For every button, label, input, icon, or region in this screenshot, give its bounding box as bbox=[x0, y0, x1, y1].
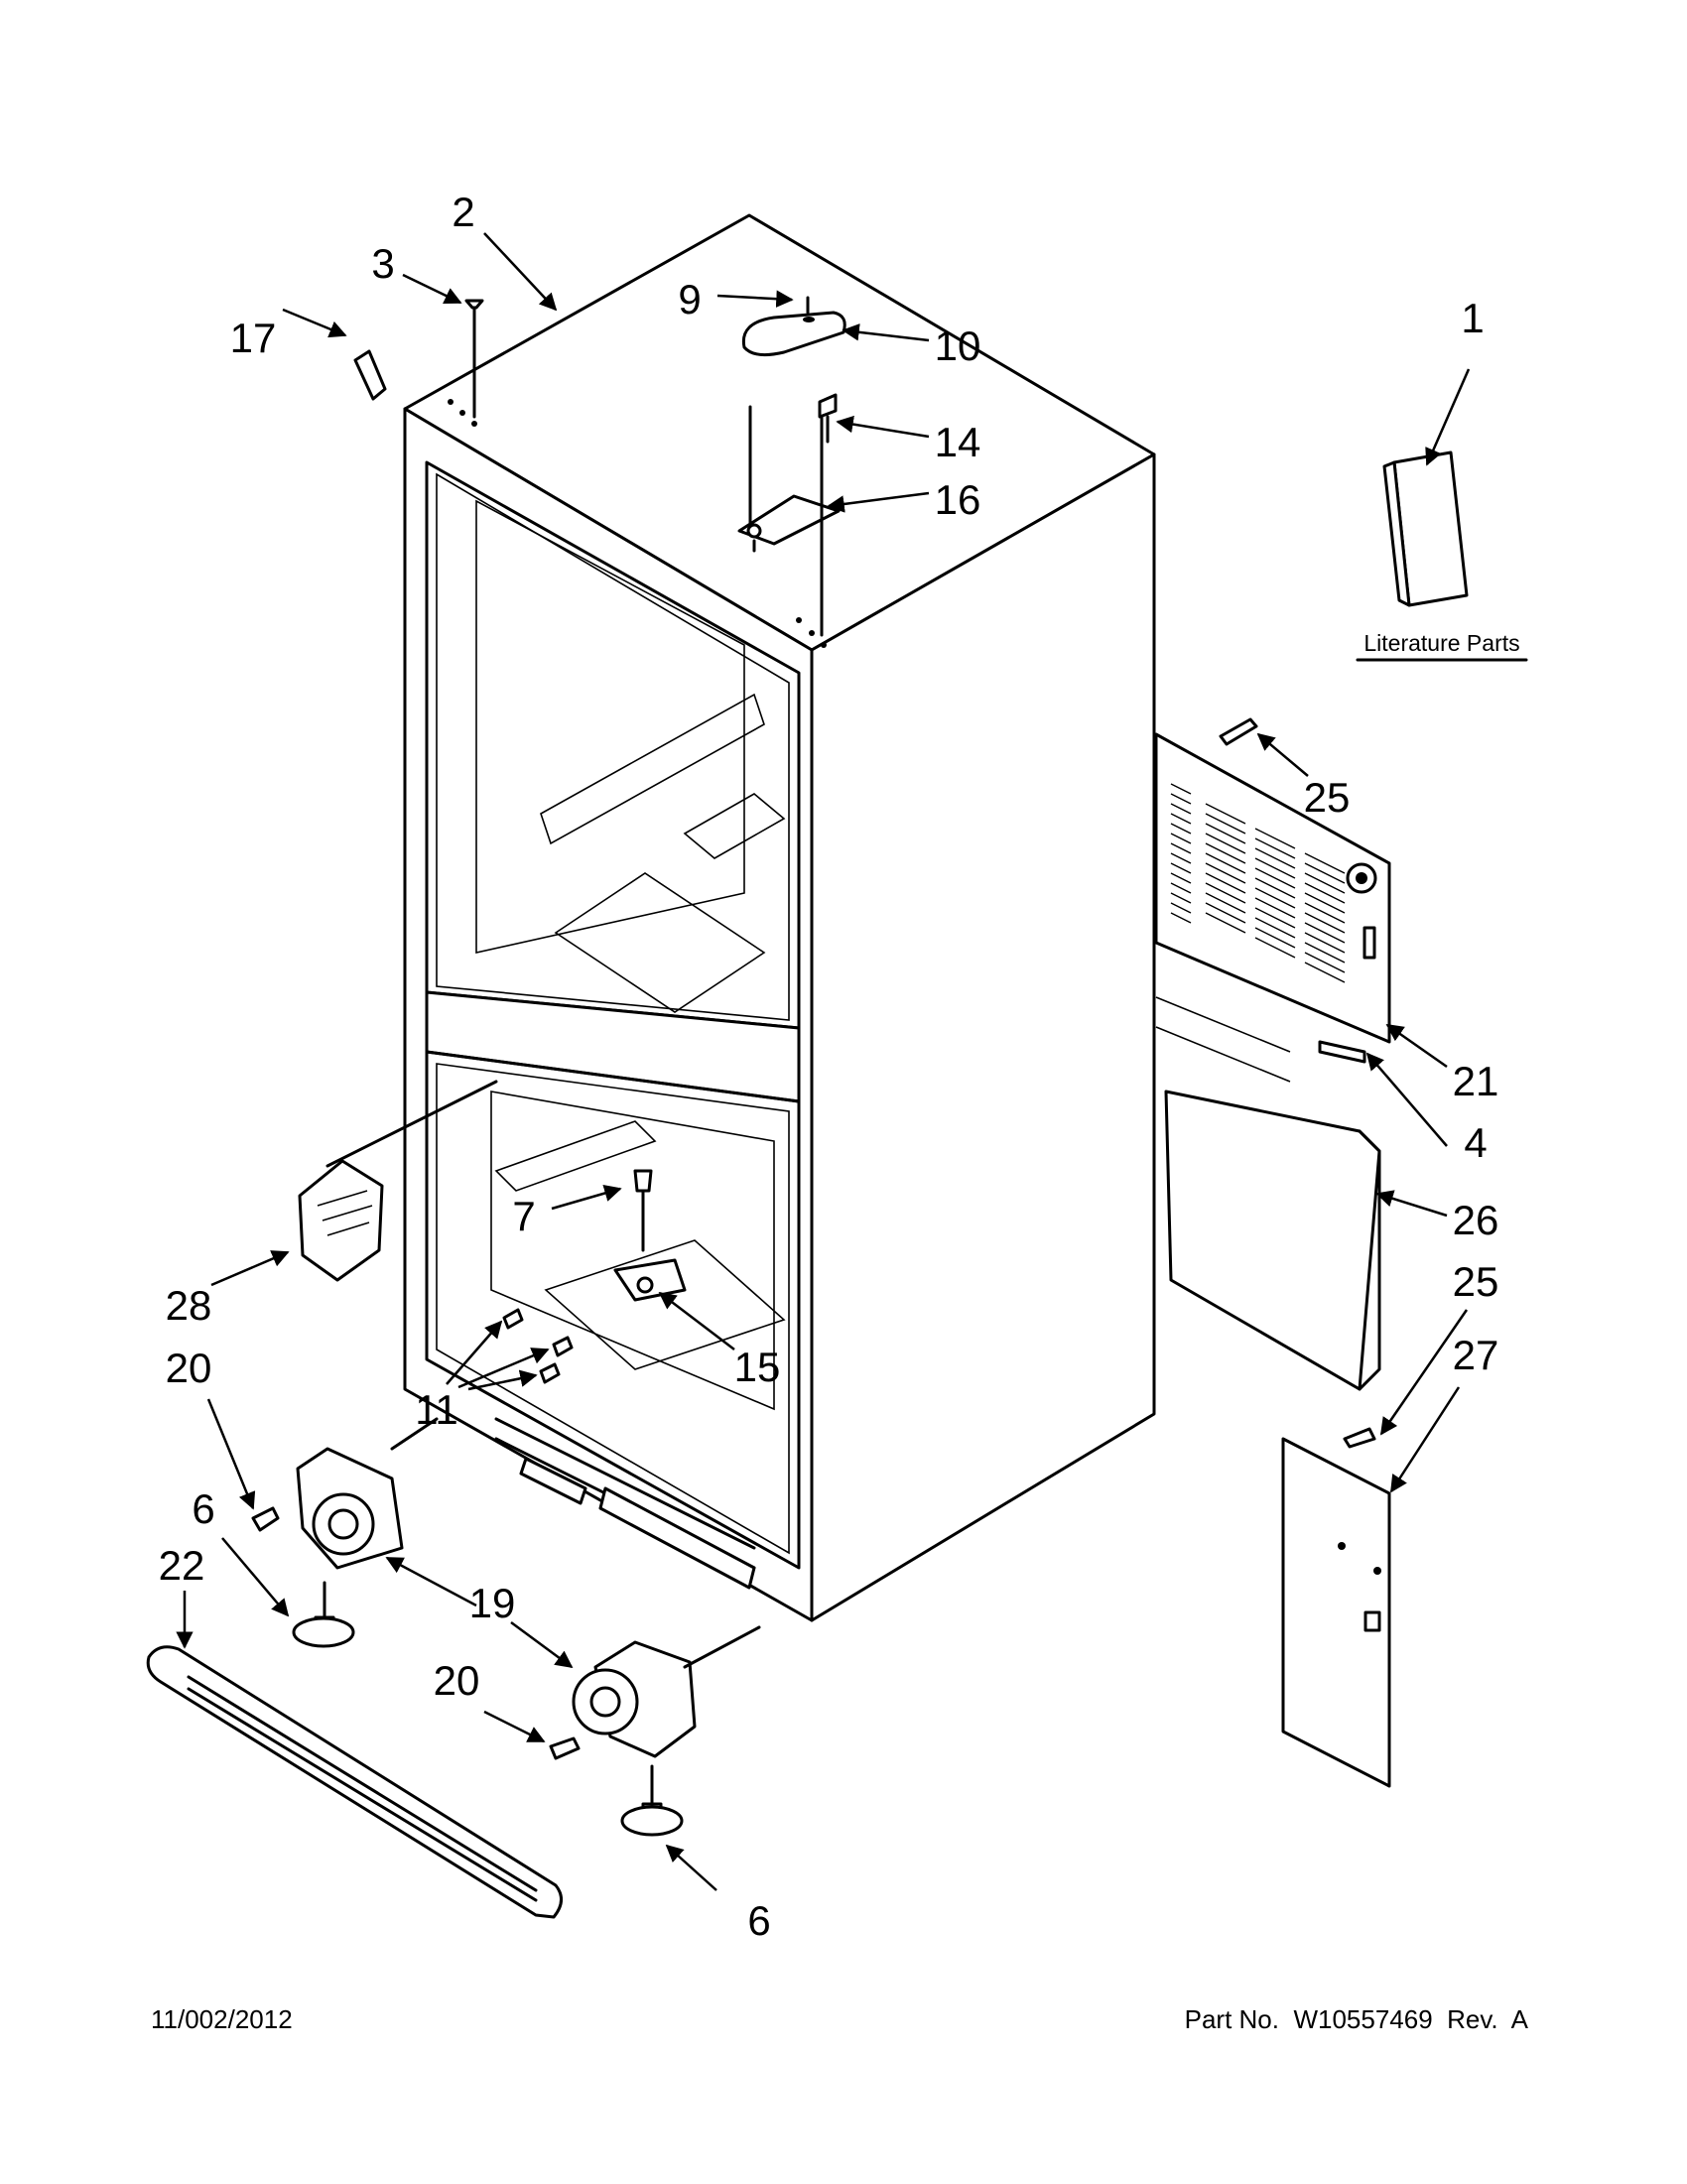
leader-arrows bbox=[176, 232, 1471, 1891]
refrigerator-cabinet bbox=[403, 213, 1156, 1622]
literature-parts-booklet bbox=[1356, 450, 1528, 662]
literature-parts-label: Literature Parts bbox=[1363, 630, 1519, 656]
access-cover-plate bbox=[1281, 1437, 1391, 1788]
top-hinge-assembly bbox=[353, 296, 846, 637]
footer-part-number: Part No. W10557469 Rev. A bbox=[1184, 2004, 1528, 2034]
gasket-strip bbox=[1318, 1040, 1366, 1064]
callout-14: 14 bbox=[935, 419, 981, 465]
callout-22: 22 bbox=[159, 1542, 205, 1589]
callout-28: 28 bbox=[166, 1282, 212, 1329]
callout-17: 17 bbox=[230, 315, 277, 361]
rear-screws bbox=[1219, 717, 1376, 1449]
callout-21: 21 bbox=[1453, 1058, 1499, 1104]
callout-20-left: 20 bbox=[166, 1345, 212, 1391]
callout-10: 10 bbox=[935, 322, 981, 369]
callout-19: 19 bbox=[469, 1580, 516, 1626]
callout-11: 11 bbox=[415, 1386, 458, 1433]
callout-1: 1 bbox=[1461, 295, 1484, 341]
small-hardware bbox=[502, 1169, 687, 1384]
roller-assembly-right bbox=[549, 1625, 761, 1760]
callout-7: 7 bbox=[512, 1193, 535, 1239]
callout-4: 4 bbox=[1464, 1119, 1487, 1166]
callout-6-left: 6 bbox=[192, 1485, 214, 1532]
callout-25-bottom: 25 bbox=[1453, 1258, 1499, 1305]
leveling-legs bbox=[292, 1581, 684, 1837]
callout-6-right: 6 bbox=[747, 1897, 770, 1944]
control-module-28 bbox=[298, 1080, 498, 1282]
callout-2: 2 bbox=[452, 189, 474, 235]
callout-9: 9 bbox=[678, 276, 701, 322]
rear-access-panel bbox=[1154, 732, 1391, 1044]
callout-3: 3 bbox=[371, 240, 394, 287]
callout-16: 16 bbox=[935, 476, 981, 523]
callout-20-right: 20 bbox=[434, 1657, 480, 1704]
roller-assembly-left bbox=[251, 1417, 439, 1570]
callout-numbers: 2 3 17 9 10 14 16 1 Literature Parts 25 … bbox=[159, 189, 1520, 1944]
callout-27: 27 bbox=[1453, 1332, 1499, 1378]
lower-rear-cover bbox=[1155, 996, 1381, 1391]
base-grille bbox=[146, 1645, 563, 1919]
footer-date: 11/002/2012 bbox=[151, 2004, 293, 2034]
callout-26: 26 bbox=[1453, 1197, 1499, 1243]
callout-25-top: 25 bbox=[1304, 774, 1351, 821]
callout-15: 15 bbox=[734, 1344, 781, 1390]
